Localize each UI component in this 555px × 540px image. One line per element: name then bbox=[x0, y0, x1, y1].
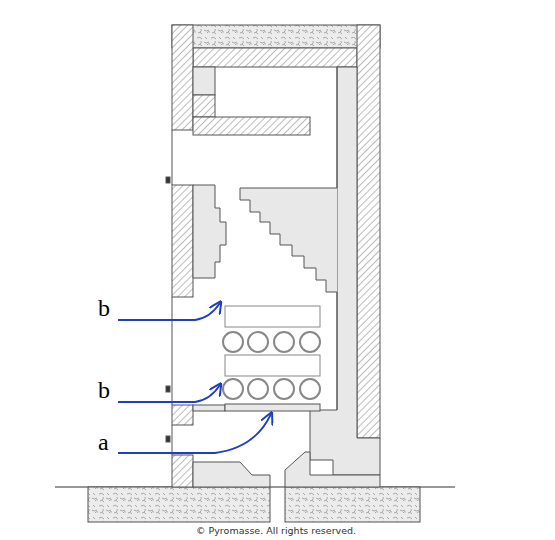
flow-arrow bbox=[118, 303, 271, 453]
copyright-note: © Pyromasse. All rights reserved. bbox=[196, 526, 356, 536]
callout-letter: b bbox=[98, 296, 110, 320]
callout-letter: a bbox=[98, 430, 109, 454]
callout-letter: b bbox=[98, 378, 110, 402]
